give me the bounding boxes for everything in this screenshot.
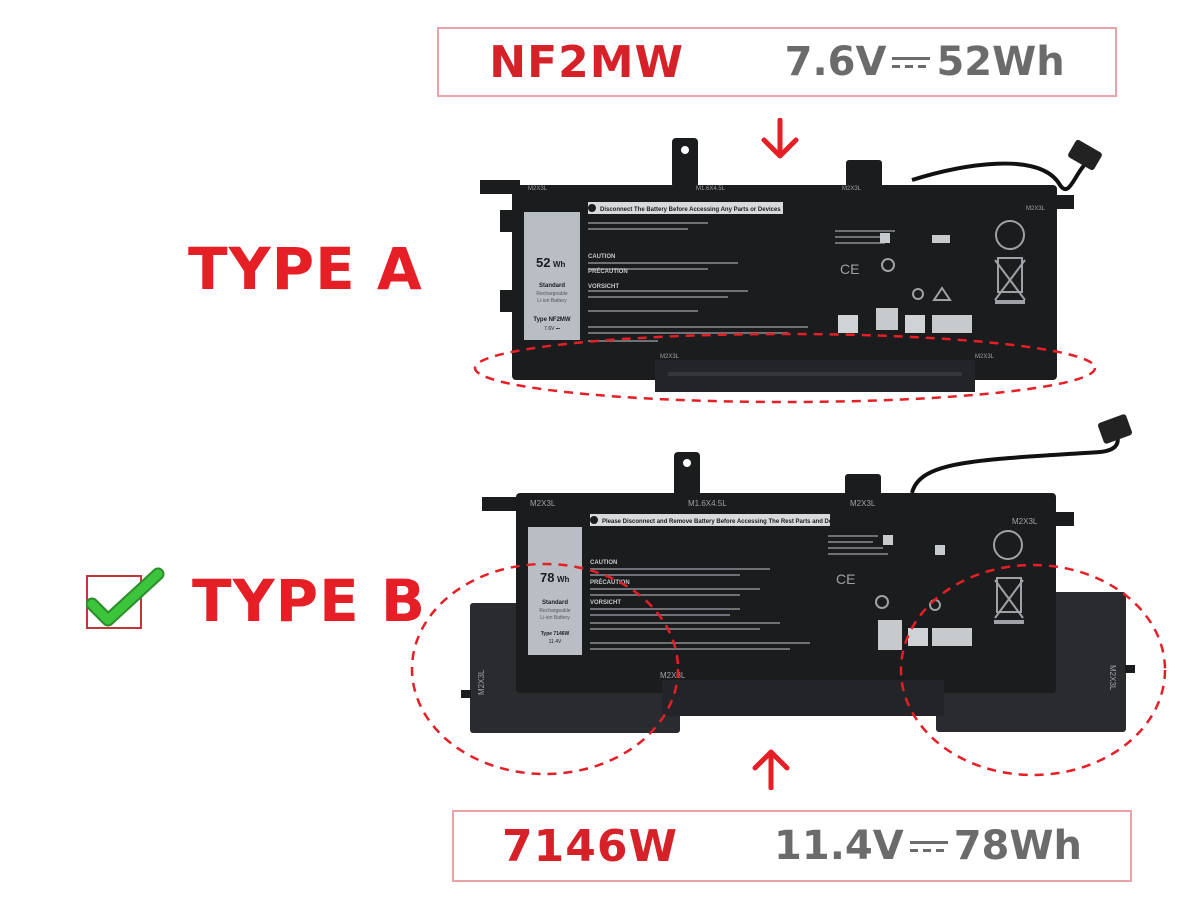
model-number-a: NF2MW [489,36,685,88]
battery-b-screw-1: M2X3L [530,499,556,508]
battery-b-screw-6: M2X3L [477,669,486,695]
capacity-a: 52Wh [936,39,1065,85]
type-a-label: TYPE A [188,235,423,303]
battery-a-vorsicht: VORSICHT [588,284,619,290]
checkmark-icon [86,567,165,627]
battery-a-kind: Standard [539,283,565,289]
model-number-b: 7146W [502,820,679,872]
ce-mark-b: CE [836,571,855,587]
battery-a-voltage: 7.6V ⎓ [544,326,560,332]
highlight-ellipse-b-left [410,562,680,776]
battery-a-capacity-unit: Wh [553,260,566,269]
dc-symbol-icon [892,52,931,72]
battery-b-screw-3: M2X3L [850,499,876,508]
battery-a [480,138,1102,392]
battery-a-warning: Disconnect The Battery Before Accessing … [600,207,781,213]
rating-b: 11.4V 78Wh [774,823,1082,869]
battery-b-chem-2: Li-ion Battery [540,615,570,621]
voltage-b: 11.4V [774,823,904,869]
battery-b-warning: Please Disconnect and Remove Battery Bef… [602,519,848,525]
battery-b-chem-1: Rechargeable [539,608,570,614]
battery-b-precaution: PRÉCAUTION [590,578,630,586]
type-b-label: TYPE B [192,567,427,635]
battery-a-screw-1: M2X3L [528,186,548,192]
arrow-down-icon [761,118,799,159]
battery-a-caution: CAUTION [588,254,615,260]
battery-a-precaution: PRÉCAUTION [588,267,628,275]
battery-b-vorsicht: VORSICHT [590,600,621,606]
spec-box-type-a: NF2MW 7.6V 52Wh [437,27,1117,97]
rating-a: 7.6V 52Wh [785,39,1065,85]
highlight-ellipse-b-right [899,563,1167,777]
battery-b-screw-7: M2X3L [1108,665,1117,691]
battery-a-chem-1: Rechargeable [536,291,567,297]
battery-a-screw-6: M2X3L [975,354,995,360]
battery-a-type: Type NF2MW [533,317,571,323]
arrow-up-icon [752,749,790,790]
battery-a-chem-2: Li-ion Battery [537,298,567,304]
battery-b-screw-5: M2X3L [660,671,686,680]
capacity-b: 78Wh [953,823,1082,869]
voltage-a: 7.6V [784,39,887,85]
dc-symbol-icon [909,836,948,856]
ce-mark-a: CE [840,261,859,277]
battery-b [461,414,1135,733]
battery-b-voltage: 11.4V [549,639,562,645]
battery-a-screw-5: M2X3L [660,354,680,360]
battery-a-capacity: 52 [536,255,550,270]
battery-b-screw-2: M1.6X4.5L [688,499,727,508]
battery-b-capacity: 78 [540,570,554,585]
highlight-ellipse-a [473,332,1097,404]
battery-b-kind: Standard [542,600,568,606]
battery-b-screw-4: M2X3L [1012,517,1038,526]
battery-b-capacity-unit: Wh [557,575,570,584]
battery-a-screw-3: M2X3L [842,186,862,192]
battery-b-caution: CAUTION [590,560,617,566]
battery-a-screw-4: M2X3L [1026,206,1046,212]
battery-b-type: Type 7146W [541,631,570,637]
spec-box-type-b: 7146W 11.4V 78Wh [452,810,1132,882]
battery-a-screw-2: M1.6X4.5L [696,186,726,192]
